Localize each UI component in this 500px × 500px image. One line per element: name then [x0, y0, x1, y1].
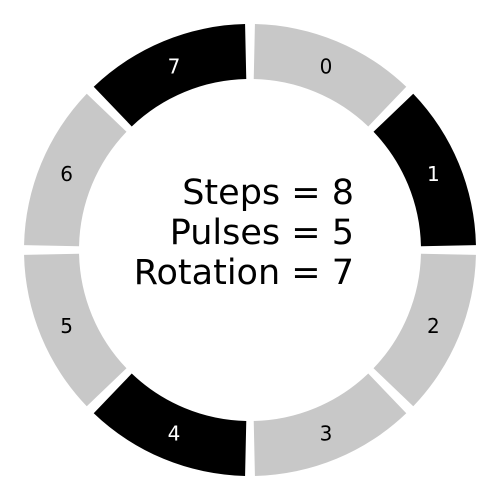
rhythm-info: Steps = 8 Pulses = 5 Rotation = 7 — [134, 173, 354, 293]
ring-segment-4 — [93, 373, 247, 476]
segment-label-1: 1 — [427, 162, 440, 186]
segment-label-6: 6 — [60, 162, 73, 186]
segment-label-5: 5 — [60, 314, 73, 338]
ring-segment-0 — [253, 24, 407, 127]
steps-readout: Steps = 8 — [182, 173, 354, 213]
ring-segment-2 — [373, 253, 476, 407]
ring-segment-3 — [253, 373, 407, 476]
ring-segment-6 — [24, 93, 127, 247]
ring-segment-7 — [93, 24, 247, 127]
segment-label-4: 4 — [168, 421, 181, 445]
ring-segment-1 — [373, 93, 476, 247]
segment-label-0: 0 — [320, 55, 333, 79]
segment-label-7: 7 — [168, 55, 181, 79]
rotation-readout: Rotation = 7 — [133, 253, 354, 293]
segment-label-2: 2 — [427, 314, 440, 338]
ring-segment-5 — [24, 253, 127, 407]
pulses-readout: Pulses = 5 — [169, 213, 354, 253]
segment-label-3: 3 — [320, 421, 333, 445]
